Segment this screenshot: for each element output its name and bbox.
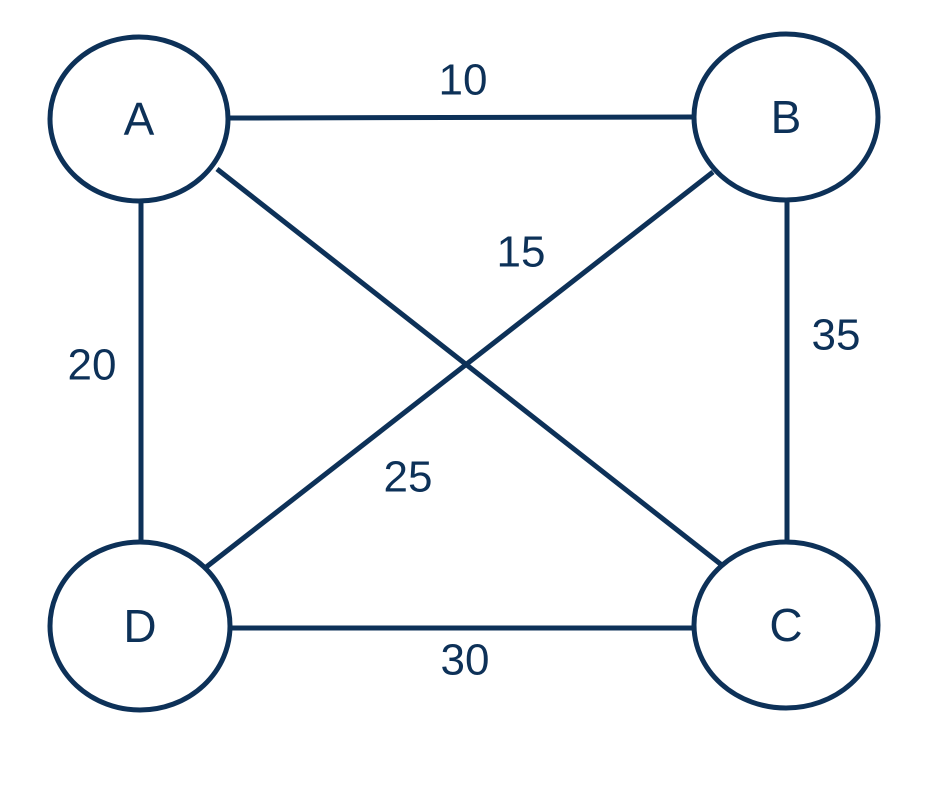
node-circle-d[interactable] bbox=[47, 539, 233, 713]
node-labels-layer: A B C D bbox=[123, 91, 802, 652]
node-label-d: D bbox=[123, 600, 156, 652]
node-label-a: A bbox=[124, 93, 155, 145]
edge-weight-d-c: 30 bbox=[441, 636, 490, 685]
node-circle-b[interactable] bbox=[691, 31, 881, 203]
edge-weight-a-c: 25 bbox=[384, 453, 433, 502]
edge-weight-labels-layer: 10 20 35 30 15 25 bbox=[68, 56, 861, 685]
node-circle-c[interactable] bbox=[691, 539, 881, 711]
nodes-layer bbox=[47, 31, 881, 713]
edge-weight-b-c: 35 bbox=[812, 311, 861, 360]
edge-a-c[interactable] bbox=[215, 167, 725, 568]
edge-weight-a-b: 10 bbox=[439, 56, 488, 105]
edges-layer bbox=[138, 114, 790, 631]
node-label-c: C bbox=[769, 599, 802, 651]
edge-b-d[interactable] bbox=[203, 170, 715, 570]
node-circle-a[interactable] bbox=[47, 34, 231, 204]
node-label-b: B bbox=[771, 91, 802, 143]
edge-a-b[interactable] bbox=[227, 114, 695, 121]
edge-weight-b-d: 15 bbox=[497, 228, 546, 277]
edge-weight-a-d: 20 bbox=[68, 341, 117, 390]
